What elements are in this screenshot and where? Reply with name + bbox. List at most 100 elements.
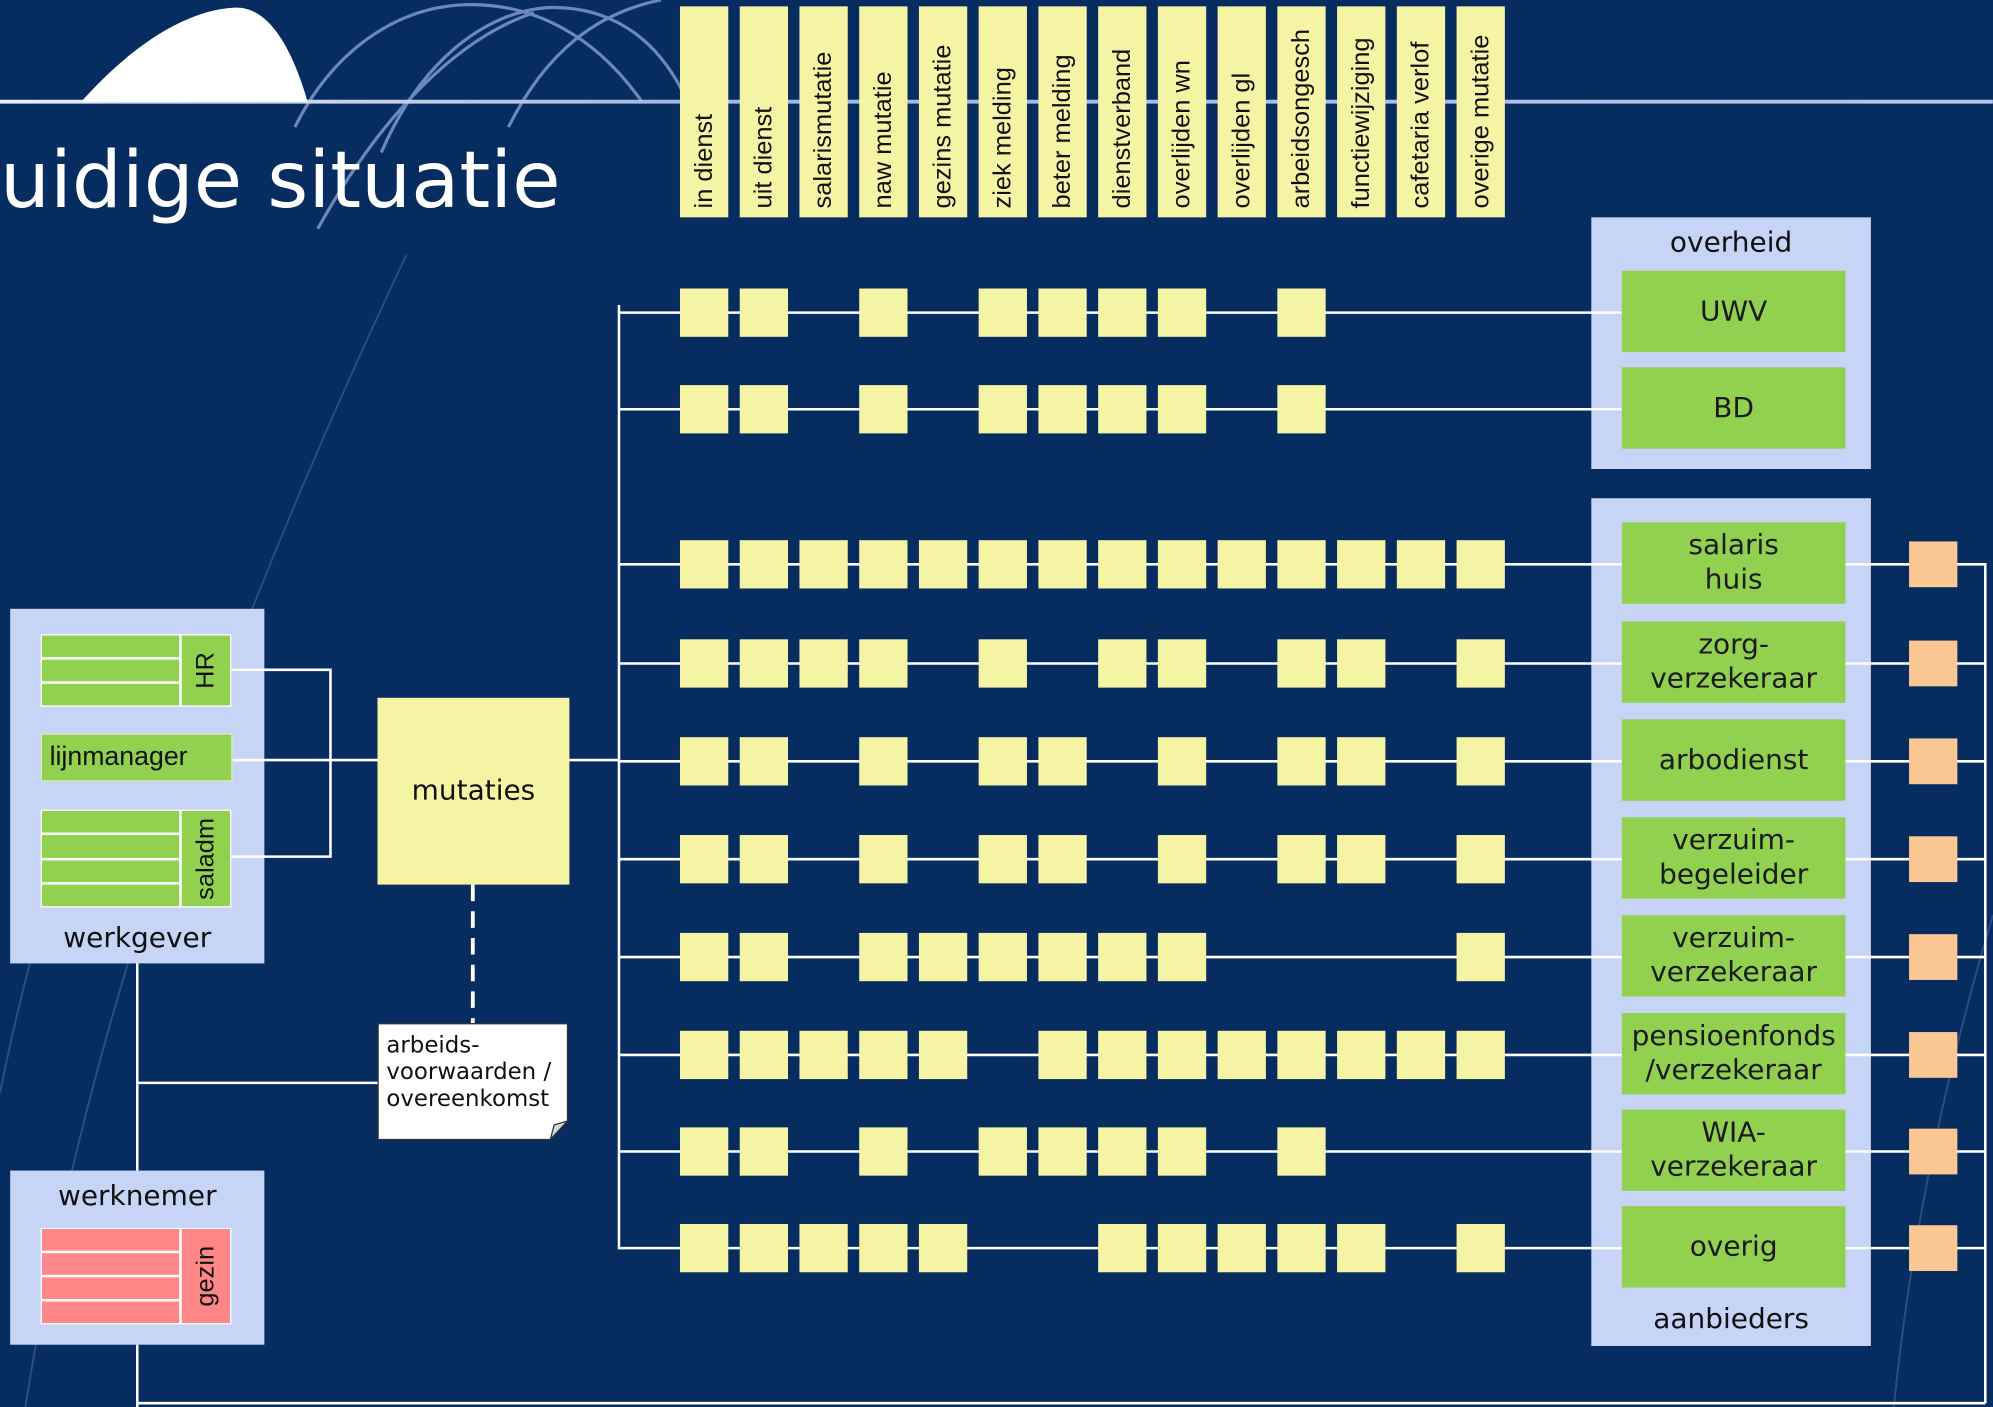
party-box-verzuim-begeleider: verzuim- begeleider [1621,817,1846,899]
mutation-square [1038,288,1087,337]
mutation-square [799,639,848,688]
mutation-square [1277,1030,1326,1080]
mutation-square [978,385,1027,434]
column-header-arbeidsongesch: arbeidsongesch [1277,6,1326,218]
column-header-uit-dienst: uit dienst [739,6,789,218]
mutation-square [1038,932,1087,982]
mutation-square [1098,385,1147,434]
mutation-square [859,385,908,434]
party-label: overig [1689,1230,1778,1263]
mutation-square [679,639,729,688]
decor-arc [316,11,535,230]
orange-marker [1909,1225,1958,1271]
werknemer-label: werknemer [57,1180,217,1213]
party-label: verzuim- verzekeraar [1650,922,1818,989]
column-header-label: beter melding [1048,54,1077,209]
gezin-rows [41,1229,180,1324]
saladm-row [41,884,180,907]
mutation-square [679,932,729,982]
mutation-square [1277,835,1326,884]
column-header-cafetaria-verlof: cafetaria verlof [1396,6,1446,218]
saladm-label-box: saladm [181,810,231,907]
lijnmanager-box: lijnmanager [40,733,233,782]
mutation-square [1277,1223,1326,1273]
column-header-label: naw mutatie [869,71,898,209]
mutation-square [739,835,789,884]
mutation-square [739,737,789,786]
mutation-square [739,1223,789,1273]
mutation-square [1157,540,1207,589]
gezin-row [41,1253,180,1275]
mutation-square [739,288,789,337]
mutation-square [1157,737,1207,786]
mutation-square [1277,639,1326,688]
arbeidsvoorwaarden-note: arbeids- voorwaarden / overeenkomst [377,1023,570,1141]
mutation-square [918,932,968,982]
note-text: arbeids- voorwaarden / overeenkomst [386,1032,552,1113]
party-box-bd: BD [1621,367,1846,449]
hr-label: HR [191,652,220,689]
gezin-row [41,1301,180,1324]
mutation-square [1456,737,1505,786]
mutation-square [679,288,729,337]
mutation-square [1157,1223,1207,1273]
mutation-square [1337,639,1386,688]
mutation-square [1456,1030,1505,1080]
mutation-square [978,1127,1027,1176]
mutation-square [739,540,789,589]
party-box-verzuim-verzekeraar: verzuim- verzekeraar [1621,915,1846,997]
column-header-gezins-mutatie: gezins mutatie [918,6,968,218]
mutation-square [1337,737,1386,786]
orange-marker [1909,934,1958,980]
mutation-square [1277,737,1326,786]
party-label: arbodienst [1658,744,1809,776]
party-label: salaris huis [1688,530,1779,597]
column-header-salarismutatie: salarismutatie [799,6,848,218]
mutation-square [978,288,1027,337]
saladm-label: saladm [191,817,220,900]
mutation-square [1277,540,1326,589]
mutation-square [1157,385,1207,434]
mutation-square [1217,540,1266,589]
party-label: UWV [1700,295,1768,328]
column-header-label: overige mutatie [1466,34,1495,209]
mutation-square [1098,932,1147,982]
hr-rows [41,635,180,706]
orange-marker [1909,1128,1958,1175]
party-box-zorg-verzekeraar: zorg- verzekeraar [1621,621,1846,703]
mutation-square [1456,1223,1505,1273]
mutation-square [1217,1030,1266,1080]
mutation-square [1098,288,1147,337]
mutation-square [859,639,908,688]
mutation-square [679,1127,729,1176]
mutation-square [1098,1127,1147,1176]
mutation-square [1157,288,1207,337]
column-header-functiewijziging: functiewijziging [1337,6,1386,218]
mutation-square [1098,1223,1147,1273]
mutation-square [1277,288,1326,337]
mutation-square [1038,1030,1087,1080]
note-shape [377,1023,570,1141]
mutation-square [859,835,908,884]
hr-row [41,683,180,706]
decor-hill [81,7,308,102]
overheid-label: overheid [1669,227,1793,260]
gezin-stack: gezin [40,1227,232,1325]
column-header-overige-mutatie: overige mutatie [1456,6,1505,218]
mutation-square [859,932,908,982]
column-header-label: overlijden gl [1227,72,1256,209]
mutation-square [1038,385,1087,434]
mutation-square [1038,540,1087,589]
mutation-square [1337,835,1386,884]
mutation-square [679,385,729,434]
party-label: verzuim- begeleider [1659,824,1809,891]
mutation-square [1396,540,1446,589]
mutation-square [1337,1030,1386,1080]
mutation-square [679,1030,729,1080]
saladm-rows [41,810,180,907]
column-header-label: salarismutatie [809,51,838,209]
column-header-in-dienst: in dienst [679,6,729,218]
column-header-label: in dienst [690,113,719,209]
